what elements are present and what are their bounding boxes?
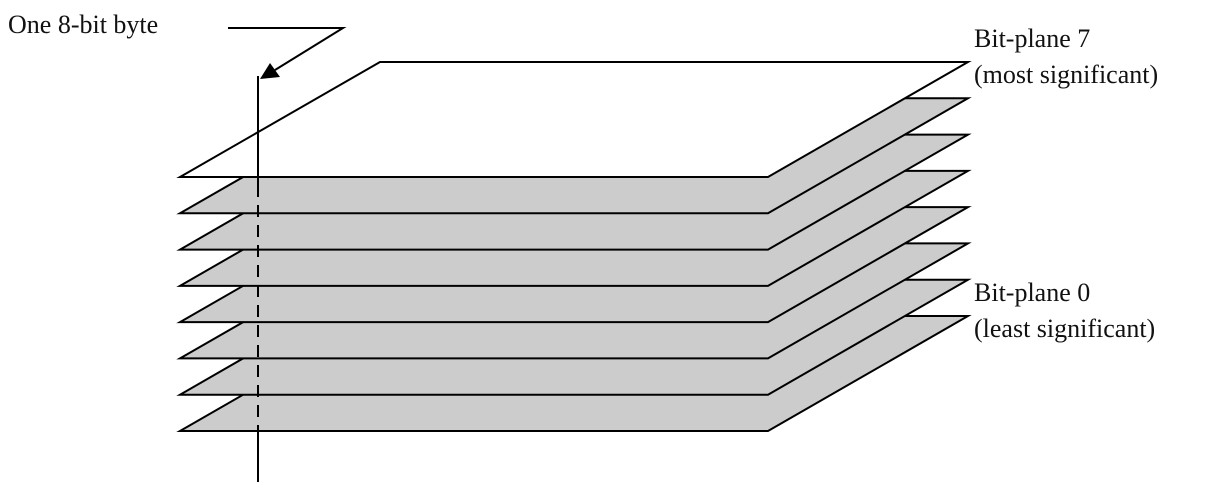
bottom-plane-label: Bit-plane 0 xyxy=(974,278,1090,307)
bit-plane-7 xyxy=(176,61,972,178)
bit-plane-stack xyxy=(176,61,972,432)
byte-leader-line xyxy=(228,27,347,71)
byte-label: One 8-bit byte xyxy=(8,10,158,39)
byte-arrow-head xyxy=(260,63,280,79)
top-plane-note: (most significant) xyxy=(974,60,1158,89)
top-plane-label: Bit-plane 7 xyxy=(974,24,1090,53)
bottom-plane-note: (least significant) xyxy=(974,314,1155,343)
